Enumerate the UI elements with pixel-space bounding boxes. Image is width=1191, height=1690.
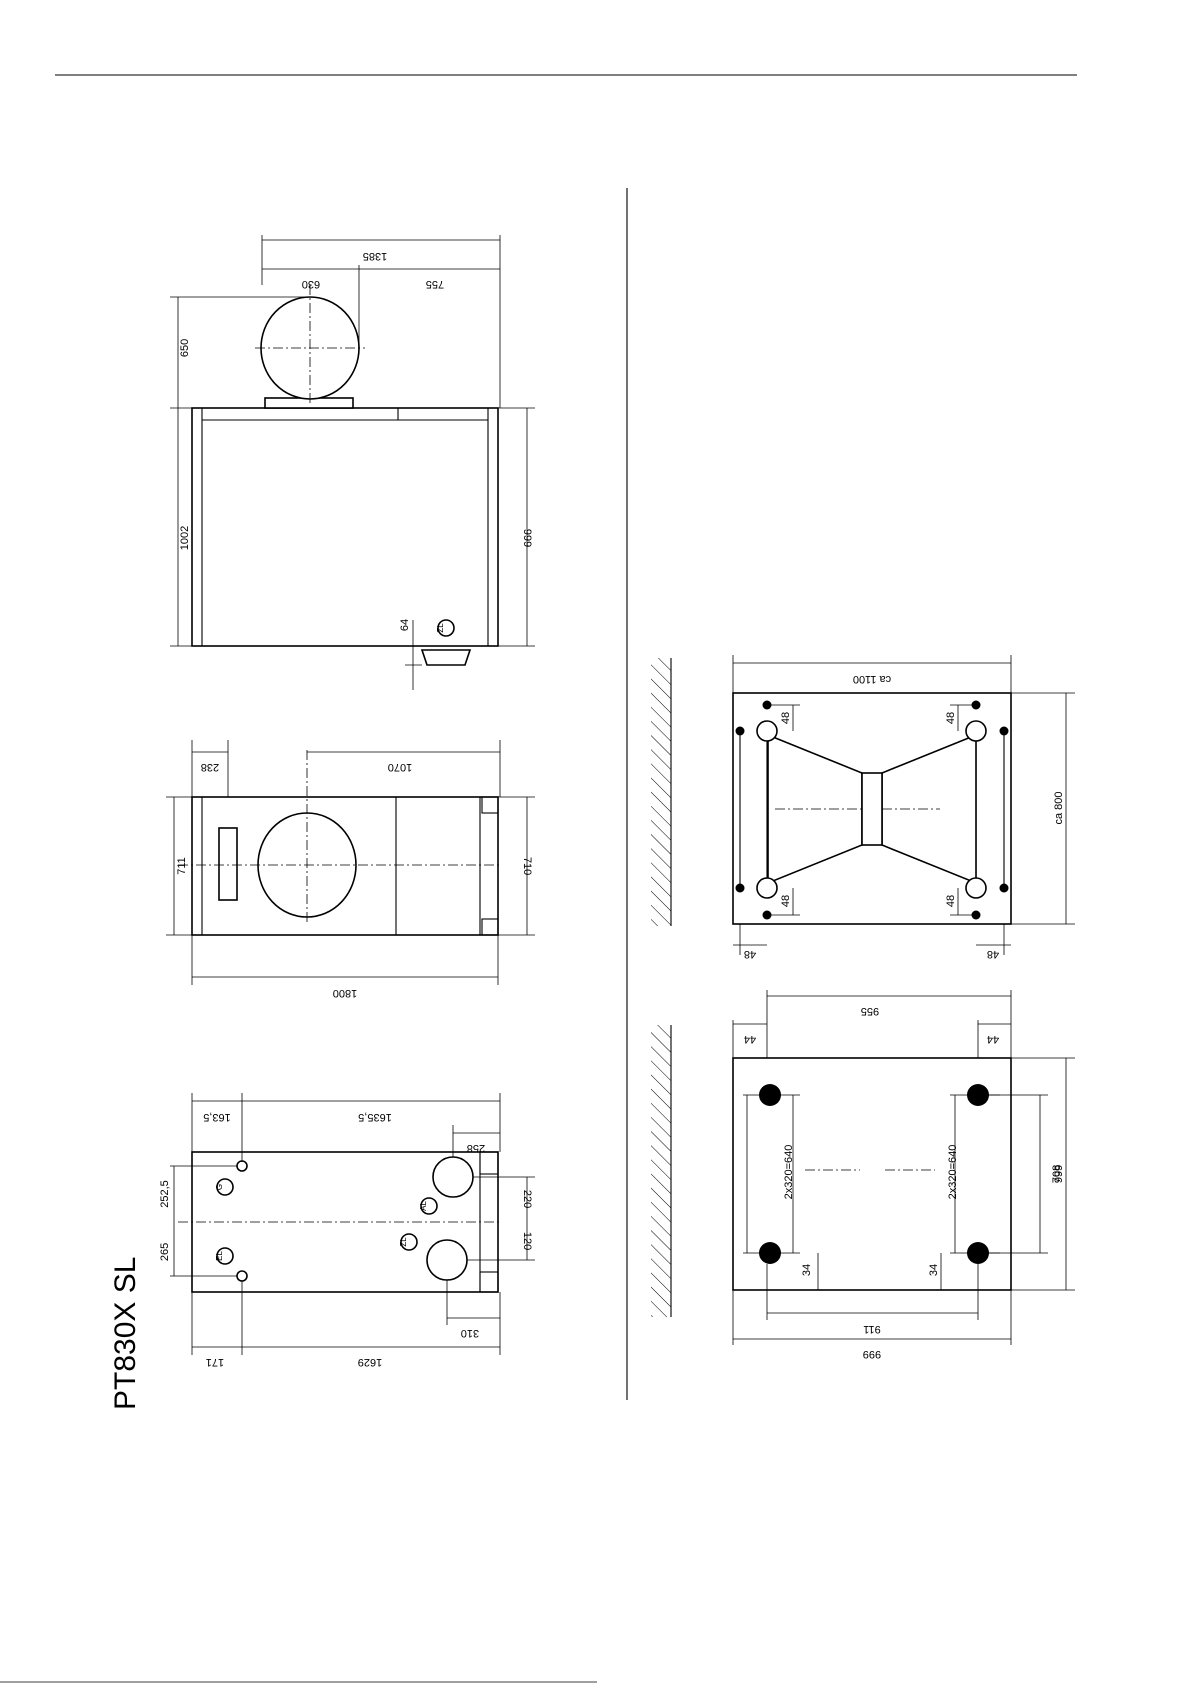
- page-title: PT830X SL: [109, 1257, 142, 1410]
- dim-48-f: 48: [987, 948, 999, 960]
- dim-310: 310: [461, 1327, 479, 1339]
- dim-64: 64: [399, 619, 411, 631]
- wall-hatching-upper: [651, 658, 671, 926]
- dim-755: 755: [426, 278, 444, 290]
- dim-265: 265: [159, 1243, 171, 1261]
- side-elevation-view: 1385 630 755 650 1002 999 64 ZL: [170, 235, 535, 690]
- dim-44-b: 44: [987, 1033, 999, 1045]
- dim-1800: 1800: [333, 987, 357, 999]
- dim-711: 711: [176, 857, 188, 875]
- drain-outlet: [422, 650, 470, 665]
- dim-911: 911: [863, 1323, 881, 1335]
- center-block: [862, 773, 882, 845]
- dim-258: 258: [467, 1142, 485, 1154]
- label-zl: ZL: [436, 623, 445, 633]
- dim-171: 171: [206, 1356, 224, 1368]
- dim-48-a: 48: [780, 712, 792, 724]
- label-al: AL: [419, 1201, 428, 1211]
- dim-ca-1100: ca 1100: [853, 673, 891, 685]
- dim-220: 220: [521, 1190, 533, 1208]
- label-zl-2: ZL: [399, 1237, 408, 1247]
- dim-999-c: 999: [863, 1348, 881, 1360]
- connection-view: G EL AL ZL 163,5 1635,5 258 252,5 265 22…: [159, 1093, 535, 1368]
- dim-1002: 1002: [179, 526, 191, 550]
- g-connection: [237, 1161, 247, 1171]
- dim-48-c: 48: [780, 895, 792, 907]
- connection-slot: [219, 828, 237, 900]
- dim-708: 708: [1051, 1165, 1063, 1183]
- top-view: 238 1070 711 710 1800: [166, 740, 535, 999]
- unit-body: [192, 408, 498, 646]
- dim-48-e: 48: [744, 948, 756, 960]
- dim-163-5: 163,5: [203, 1111, 231, 1123]
- dim-2x320-a: 2x320=640: [783, 1145, 795, 1200]
- dim-48-b: 48: [945, 712, 957, 724]
- wall-hatching-lower: [651, 1025, 671, 1317]
- dim-44-a: 44: [744, 1033, 756, 1045]
- dim-238: 238: [201, 761, 219, 773]
- el-connection: [237, 1271, 247, 1281]
- dim-1385: 1385: [363, 250, 387, 262]
- label-el: EL: [215, 1251, 224, 1261]
- dim-120: 120: [521, 1232, 533, 1250]
- dim-1635-5: 1635,5: [358, 1111, 392, 1123]
- dim-1070: 1070: [388, 761, 412, 773]
- dim-955: 955: [861, 1005, 879, 1017]
- dim-999: 999: [521, 529, 533, 547]
- dim-252-5: 252,5: [159, 1180, 171, 1208]
- dim-650: 650: [179, 339, 191, 357]
- foot-position-view: 955 44 44 999 708 2x320=640 2x320=640 34…: [733, 990, 1075, 1360]
- label-g: G: [215, 1184, 224, 1190]
- dim-ca-800: ca 800: [1053, 791, 1065, 824]
- dim-34-b: 34: [928, 1264, 940, 1276]
- al-port: [433, 1157, 473, 1197]
- dim-630: 630: [302, 278, 320, 290]
- dim-48-d: 48: [945, 895, 957, 907]
- dim-34-a: 34: [801, 1264, 813, 1276]
- zl-port: [427, 1240, 467, 1280]
- dim-1629: 1629: [358, 1356, 382, 1368]
- dim-710: 710: [521, 857, 533, 875]
- frame-plan-view: ca 1100 ca 800 48 48 48 48 48 48: [733, 655, 1075, 960]
- dim-2x320-b: 2x320=640: [947, 1145, 959, 1200]
